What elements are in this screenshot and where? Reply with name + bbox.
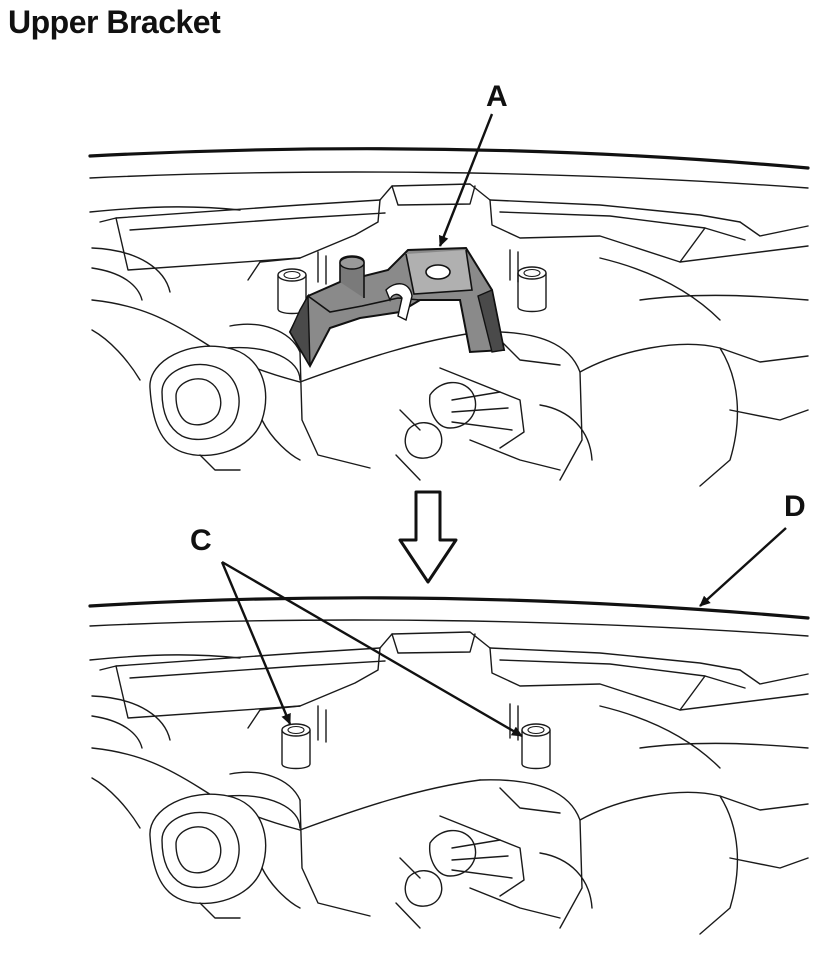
right-guide-pin-top <box>517 266 547 313</box>
callout-d: D <box>699 490 806 607</box>
svg-text:D: D <box>784 490 806 523</box>
upper-bracket <box>288 246 506 369</box>
down-arrow <box>398 490 458 584</box>
callout-c: C <box>190 524 523 738</box>
svg-text:C: C <box>190 524 212 557</box>
page-title: Upper Bracket <box>8 4 221 40</box>
right-guide-pin <box>521 723 551 770</box>
bottom-view <box>88 596 810 935</box>
top-view <box>88 147 810 487</box>
bumper-edge <box>88 596 810 620</box>
svg-text:A: A <box>486 80 508 113</box>
callout-a: A <box>438 80 508 247</box>
left-guide-pin <box>281 723 311 770</box>
